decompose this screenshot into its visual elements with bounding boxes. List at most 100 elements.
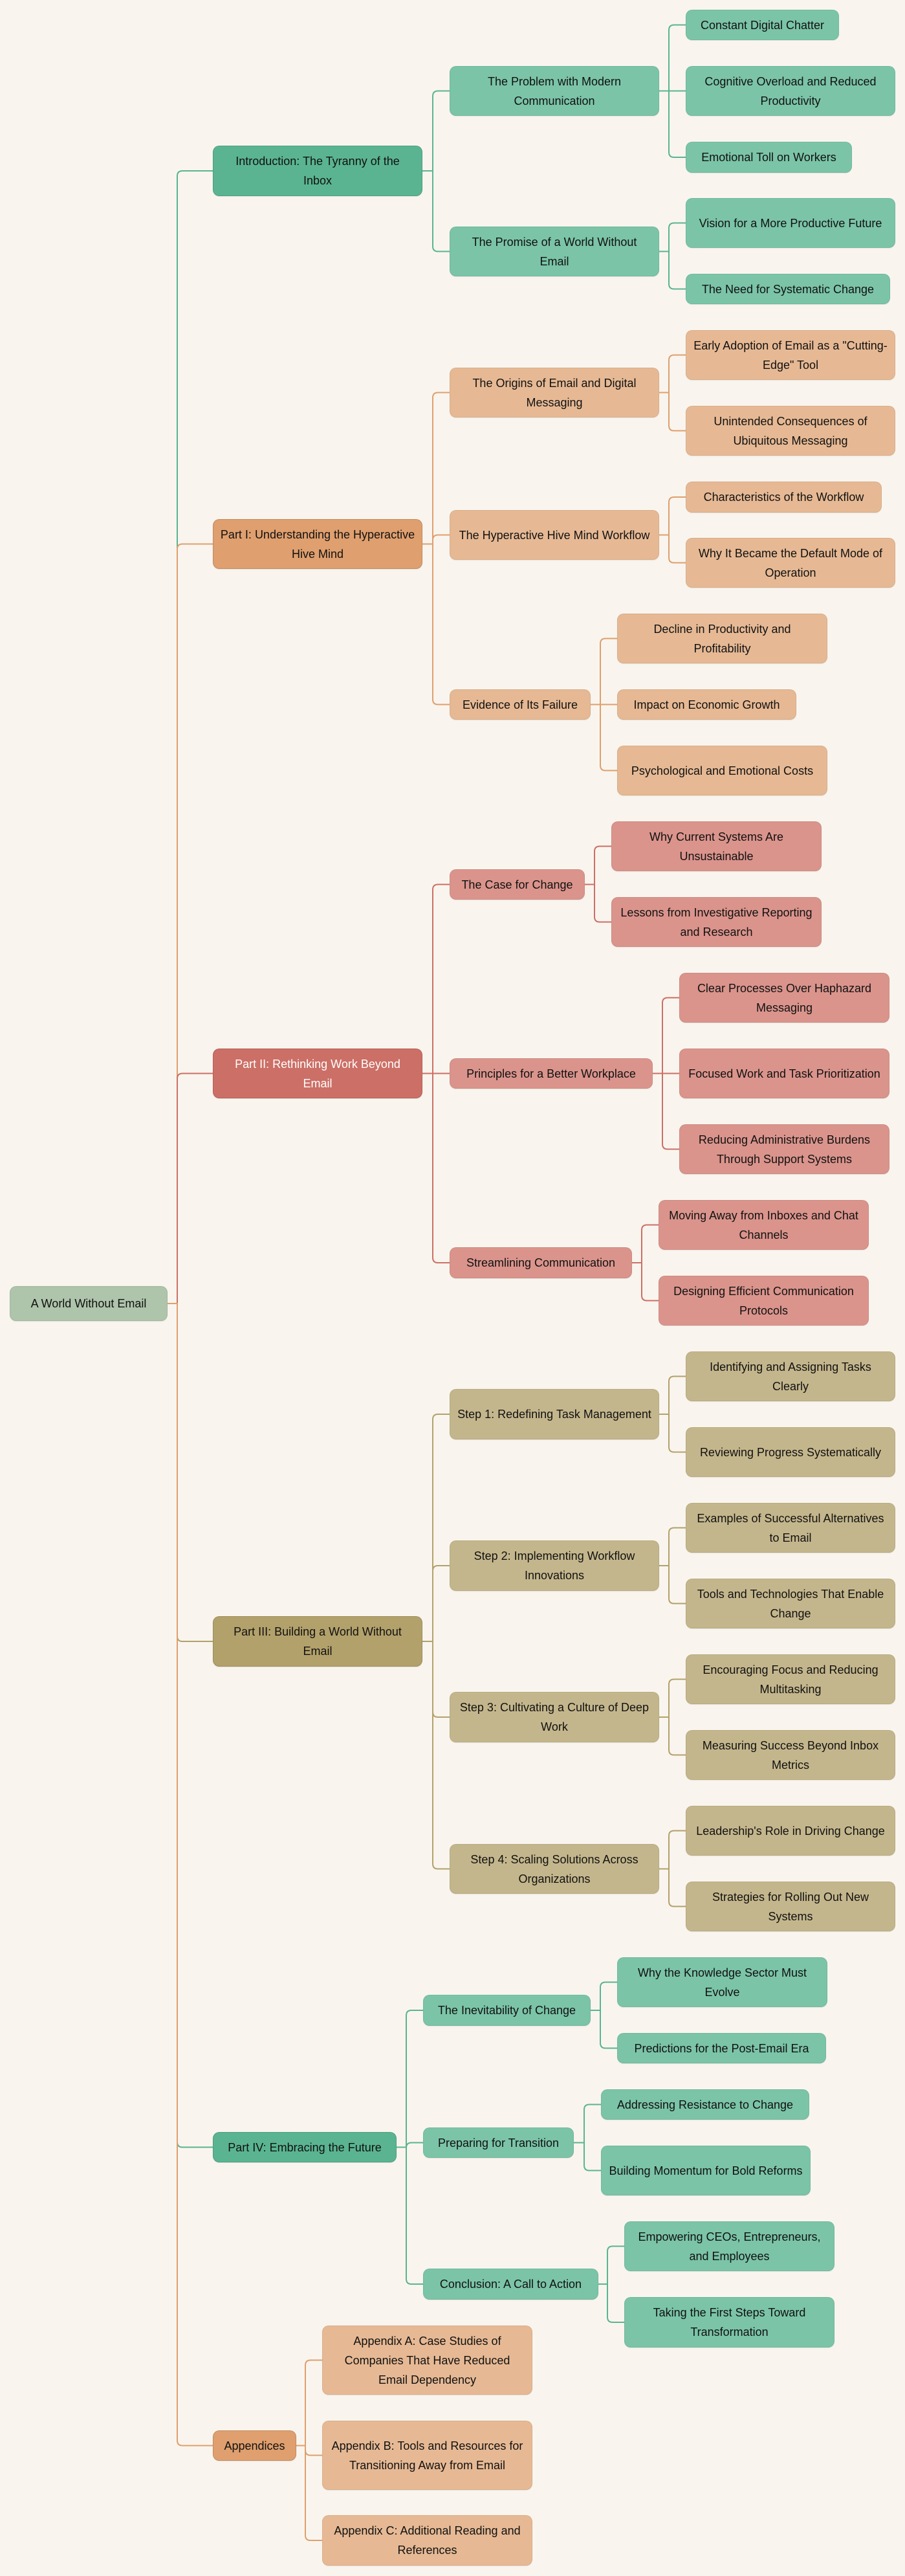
node-label: Reducing Administrative Burdens Through …	[698, 1133, 871, 1166]
node-preparing-for-transition[interactable]: Preparing for Transition	[423, 2127, 574, 2158]
node-part-iii-building-a-world-without-email[interactable]: Part III: Building a World Without Email	[213, 1616, 422, 1667]
node-conclusion-a-call-to-action[interactable]: Conclusion: A Call to Action	[423, 2269, 598, 2300]
node-the-inevitability-of-change[interactable]: The Inevitability of Change	[423, 1995, 591, 2026]
connector-line	[296, 2445, 322, 2541]
node-appendices[interactable]: Appendices	[213, 2430, 296, 2461]
node-clear-processes-over-haphazard-messaging[interactable]: Clear Processes Over Haphazard Messaging	[679, 973, 889, 1023]
node-why-it-became-the-default-mode-of-operation[interactable]: Why It Became the Default Mode of Operat…	[686, 538, 895, 588]
node-reducing-administrative-burdens-through-support-[interactable]: Reducing Administrative Burdens Through …	[679, 1124, 889, 1174]
node-step-3-cultivating-a-culture-of-deep-work[interactable]: Step 3: Cultivating a Culture of Deep Wo…	[450, 1692, 659, 1742]
node-predictions-for-the-post-email-era[interactable]: Predictions for the Post-Email Era	[617, 2033, 826, 2063]
node-early-adoption-of-email-as-a-cutting-edge-tool[interactable]: Early Adoption of Email as a "Cutting-Ed…	[686, 330, 895, 380]
node-label: Part IV: Embracing the Future	[228, 2140, 382, 2154]
connector-line	[574, 2142, 601, 2171]
connector-line	[659, 1414, 686, 1453]
connector-line	[659, 250, 686, 290]
node-why-the-knowledge-sector-must-evolve[interactable]: Why the Knowledge Sector Must Evolve	[617, 1957, 827, 2007]
node-step-1-redefining-task-management[interactable]: Step 1: Redefining Task Management	[450, 1389, 659, 1439]
node-moving-away-from-inboxes-and-chat-channels[interactable]: Moving Away from Inboxes and Chat Channe…	[659, 1200, 869, 1250]
node-building-momentum-for-bold-reforms[interactable]: Building Momentum for Bold Reforms	[601, 2146, 811, 2195]
node-label: Appendices	[224, 2439, 285, 2452]
node-the-case-for-change[interactable]: The Case for Change	[450, 869, 585, 900]
node-the-promise-of-a-world-without-email[interactable]: The Promise of a World Without Email	[450, 227, 659, 276]
connector-line	[653, 997, 679, 1074]
node-addressing-resistance-to-change[interactable]: Addressing Resistance to Change	[601, 2089, 809, 2120]
connector-line	[659, 496, 686, 536]
node-impact-on-economic-growth[interactable]: Impact on Economic Growth	[617, 689, 796, 720]
node-step-4-scaling-solutions-across-organizations[interactable]: Step 4: Scaling Solutions Across Organiz…	[450, 1844, 659, 1894]
connector-line	[422, 1641, 450, 1718]
node-encouraging-focus-and-reducing-multitasking[interactable]: Encouraging Focus and Reducing Multitask…	[686, 1654, 895, 1704]
node-the-need-for-systematic-change[interactable]: The Need for Systematic Change	[686, 274, 890, 304]
node-label: Why Current Systems Are Unsustainable	[649, 830, 784, 863]
node-cognitive-overload-and-reduced-productivity[interactable]: Cognitive Overload and Reduced Productiv…	[686, 66, 895, 116]
node-label: Encouraging Focus and Reducing Multitask…	[703, 1663, 878, 1696]
node-label: Designing Efficient Communication Protoc…	[673, 1284, 854, 1317]
node-label: Building Momentum for Bold Reforms	[609, 2164, 803, 2177]
node-appendix-a-case-studies-of-companies-that-have-r[interactable]: Appendix A: Case Studies of Companies Th…	[322, 2326, 532, 2395]
connector-line	[659, 1678, 686, 1718]
connector-line	[659, 1527, 686, 1566]
node-measuring-success-beyond-inbox-metrics[interactable]: Measuring Success Beyond Inbox Metrics	[686, 1730, 895, 1780]
node-label: Appendix C: Additional Reading and Refer…	[334, 2524, 521, 2557]
node-strategies-for-rolling-out-new-systems[interactable]: Strategies for Rolling Out New Systems	[686, 1882, 895, 1931]
connector-line	[422, 543, 450, 705]
node-label: Addressing Resistance to Change	[616, 2098, 794, 2111]
connector-line	[598, 2245, 624, 2285]
connector-line	[585, 845, 611, 885]
connector-line	[659, 354, 686, 394]
node-vision-for-a-more-productive-future[interactable]: Vision for a More Productive Future	[686, 198, 895, 248]
connector-line	[422, 90, 450, 172]
node-label: Cognitive Overload and Reduced Productiv…	[704, 74, 877, 107]
node-appendix-c-additional-reading-and-references[interactable]: Appendix C: Additional Reading and Refer…	[322, 2515, 532, 2566]
node-label: Identifying and Assigning Tasks Clearly	[710, 1360, 871, 1393]
connector-line	[422, 1072, 450, 1263]
connector-line	[659, 24, 686, 92]
node-label: Characteristics of the Workflow	[703, 491, 864, 504]
node-constant-digital-chatter[interactable]: Constant Digital Chatter	[686, 10, 839, 40]
node-part-i-understanding-the-hyperactive-hive-mind[interactable]: Part I: Understanding the Hyperactive Hi…	[213, 519, 422, 569]
node-a-world-without-email[interactable]: A World Without Email	[10, 1286, 168, 1321]
node-part-ii-rethinking-work-beyond-email[interactable]: Part II: Rethinking Work Beyond Email	[213, 1049, 422, 1098]
node-streamlining-communication[interactable]: Streamlining Communication	[450, 1247, 632, 1278]
node-label: Conclusion: A Call to Action	[439, 2278, 582, 2291]
connector-line	[422, 392, 450, 545]
node-label: The Need for Systematic Change	[701, 282, 875, 296]
node-empowering-ceos-entrepreneurs-and-employees[interactable]: Empowering CEOs, Entrepreneurs, and Empl…	[624, 2221, 834, 2271]
node-taking-the-first-steps-toward-transformation[interactable]: Taking the First Steps Toward Transforma…	[624, 2297, 834, 2348]
node-unintended-consequences-of-ubiquitous-messaging[interactable]: Unintended Consequences of Ubiquitous Me…	[686, 406, 895, 456]
connector-line	[659, 1375, 686, 1415]
node-emotional-toll-on-workers[interactable]: Emotional Toll on Workers	[686, 142, 852, 173]
node-the-problem-with-modern-communication[interactable]: The Problem with Modern Communication	[450, 66, 659, 116]
node-the-hyperactive-hive-mind-workflow[interactable]: The Hyperactive Hive Mind Workflow	[450, 510, 659, 560]
node-lessons-from-investigative-reporting-and-researc[interactable]: Lessons from Investigative Reporting and…	[611, 897, 822, 947]
node-the-origins-of-email-and-digital-messaging[interactable]: The Origins of Email and Digital Messagi…	[450, 368, 659, 417]
node-introduction-the-tyranny-of-the-inbox[interactable]: Introduction: The Tyranny of the Inbox	[213, 146, 422, 196]
node-appendix-b-tools-and-resources-for-transitioning[interactable]: Appendix B: Tools and Resources for Tran…	[322, 2421, 532, 2490]
node-principles-for-a-better-workplace[interactable]: Principles for a Better Workplace	[450, 1058, 653, 1089]
connector-line	[296, 2359, 322, 2447]
node-label: The Origins of Email and Digital Messagi…	[472, 376, 637, 409]
node-label: Appendix B: Tools and Resources for Tran…	[331, 2439, 523, 2472]
node-reviewing-progress-systematically[interactable]: Reviewing Progress Systematically	[686, 1427, 895, 1477]
node-label: The Hyperactive Hive Mind Workflow	[459, 528, 650, 542]
node-tools-and-technologies-that-enable-change[interactable]: Tools and Technologies That Enable Chang…	[686, 1579, 895, 1628]
connector-line	[659, 1565, 686, 1604]
node-evidence-of-its-failure[interactable]: Evidence of Its Failure	[450, 689, 591, 720]
node-label: Impact on Economic Growth	[633, 698, 780, 711]
node-decline-in-productivity-and-profitability[interactable]: Decline in Productivity and Profitabilit…	[617, 614, 827, 663]
node-step-2-implementing-workflow-innovations[interactable]: Step 2: Implementing Workflow Innovation…	[450, 1540, 659, 1591]
node-leadership-s-role-in-driving-change[interactable]: Leadership's Role in Driving Change	[686, 1806, 895, 1856]
node-part-iv-embracing-the-future[interactable]: Part IV: Embracing the Future	[213, 2132, 397, 2162]
node-identifying-and-assigning-tasks-clearly[interactable]: Identifying and Assigning Tasks Clearly	[686, 1351, 895, 1401]
node-label: The Problem with Modern Communication	[487, 74, 622, 107]
node-psychological-and-emotional-costs[interactable]: Psychological and Emotional Costs	[617, 746, 827, 795]
node-why-current-systems-are-unsustainable[interactable]: Why Current Systems Are Unsustainable	[611, 821, 822, 871]
node-examples-of-successful-alternatives-to-email[interactable]: Examples of Successful Alternatives to E…	[686, 1503, 895, 1553]
node-characteristics-of-the-workflow[interactable]: Characteristics of the Workflow	[686, 482, 882, 513]
connector-line	[585, 883, 611, 923]
node-focused-work-and-task-prioritization[interactable]: Focused Work and Task Prioritization	[679, 1049, 889, 1098]
node-label: Decline in Productivity and Profitabilit…	[653, 622, 791, 655]
node-designing-efficient-communication-protocols[interactable]: Designing Efficient Communication Protoc…	[659, 1276, 869, 1326]
